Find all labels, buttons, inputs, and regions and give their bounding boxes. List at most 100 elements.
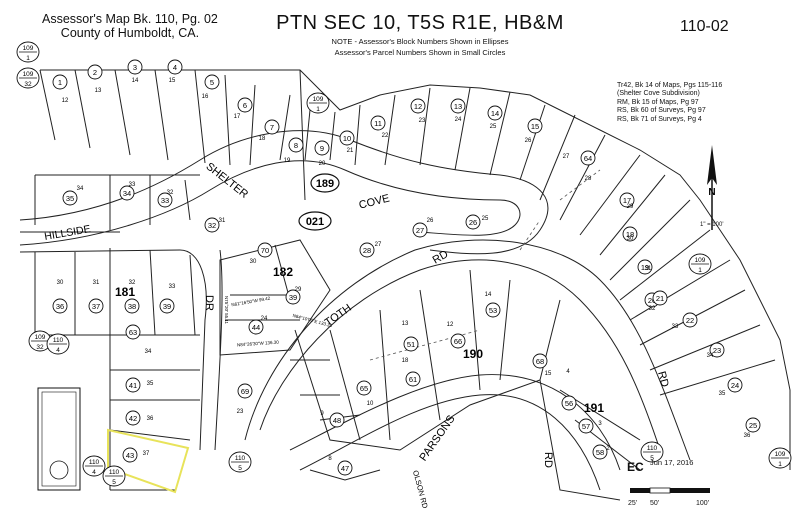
map-label: 19 [284,158,291,164]
map-label: 15 [545,371,552,377]
street-label-rd: RD [542,452,554,468]
map-ref-page: 4 [92,469,96,476]
bearing-label: N61°16'50"W 99.42 [231,296,271,308]
parcel-number: 6 [243,101,247,110]
map-label: 10 [367,401,374,407]
reference-line: Tr42, Bk 14 of Maps, Pgs 115-116 [617,82,723,89]
map-ref-page: 5 [238,465,242,472]
parcel-circle [727,377,743,393]
parcel-number: 36 [56,302,64,311]
map-label: 27 [375,242,382,248]
map-title: PTN SEC 10, T5S R1E, HB&M [276,12,564,34]
map-label: 9 [320,411,324,417]
ec-logo: EC [627,460,644,474]
map-label: 13 [95,88,102,94]
parcel-number: 65 [360,384,368,393]
parcel-number: 63 [129,328,137,337]
reference-line: (Shelter Cove Subdivision) [617,90,700,98]
map-label: 29 [627,204,634,210]
map-label: 22 [382,133,389,139]
county-name: County of Humboldt, CA. [60,26,200,40]
map-label: 33 [129,182,136,188]
parcel-number: 35 [66,194,74,203]
parcel-number: 25 [749,421,757,430]
parcel-number: 39 [163,302,171,311]
lot-lines [19,69,791,501]
map-ref-book: 109 [775,451,786,458]
parcel-number: 12 [414,102,422,111]
parcel-circle [88,298,104,314]
parcel-circle [87,64,103,80]
map-label: 30 [627,236,634,242]
parcel-number: 58 [596,448,604,457]
block-number: 021 [306,216,324,228]
map-label: 31 [93,280,100,286]
map-ref-page: 1 [778,461,782,468]
parcel-circle [62,190,78,206]
parcel-number: 33 [161,196,169,205]
map-label: 3 [598,421,602,427]
map-ref-book: 109 [23,71,34,78]
map-label: 4 [566,369,570,375]
parcel-circle [52,298,68,314]
parcel-number: 26 [469,218,477,227]
parcel-circle [405,371,421,387]
map-label: 23 [419,118,426,124]
parcel-number: 44 [252,323,260,332]
parcel-number: 1 [58,78,62,87]
map-label: 34 [77,186,84,192]
map-ref-page: 1 [26,55,30,62]
parcel-number: 7 [270,123,274,132]
map-label: 27 [563,154,570,160]
parcel-number: 4 [173,63,177,72]
bearing-label: N84°26'30"W 136.30 [237,340,280,348]
map-label: 26 [427,218,434,224]
map-label: 13 [402,321,409,327]
parcel-circle [248,319,264,335]
reference-line: RS, Bk 60 of Surveys, Pg 97 [617,107,706,115]
map-label: 2 [606,446,610,452]
map-label: 31 [645,266,652,272]
map-label: 24 [455,117,462,123]
map-label: 14 [485,292,492,298]
map-book-page: Assessor's Map Bk. 110, Pg. 02 [42,12,218,26]
block-ellipse [310,173,340,193]
parcel-circle [314,140,330,156]
map-label: 24 [261,316,268,322]
parcel-circle [159,298,175,314]
map-label: 30 [250,259,257,265]
parcel-circle [339,130,355,146]
parcel-circle [204,74,220,90]
parcel-number: 57 [582,422,590,431]
map-ref-book: 109 [35,334,46,341]
scale-tick-label: 50' [650,500,660,507]
parcel-circle [370,115,386,131]
block-number: 189 [316,178,334,190]
parcel-number: 61 [409,375,417,384]
street-label-parsons: PARSONS [417,413,457,463]
parcel-circle [745,417,761,433]
map-label: 25 [490,124,497,130]
parcel-number: 22 [686,316,694,325]
parcel-number: 32 [208,221,216,230]
parcel-number: 11 [374,119,382,128]
block-number: 190 [463,347,483,361]
parcel-number: 70 [261,246,269,255]
highlighted-parcel-43 [107,428,190,494]
parcel-number: 39 [289,293,297,302]
parcel-circle [578,418,594,434]
map-ref-book: 109 [313,96,324,103]
map-label: 18 [259,136,266,142]
north-arrow-icon [707,145,717,230]
map-ref-book: 110 [109,469,120,476]
assessor-stamp [37,387,81,491]
parcel-number: 2 [93,68,97,77]
parcel-circle [125,324,141,340]
parcel-circle [52,74,68,90]
street-label-rd: RD [431,248,451,266]
parcel-number: 37 [92,302,100,311]
map-label: 28 [585,176,592,182]
map-label: 21 [347,148,354,154]
